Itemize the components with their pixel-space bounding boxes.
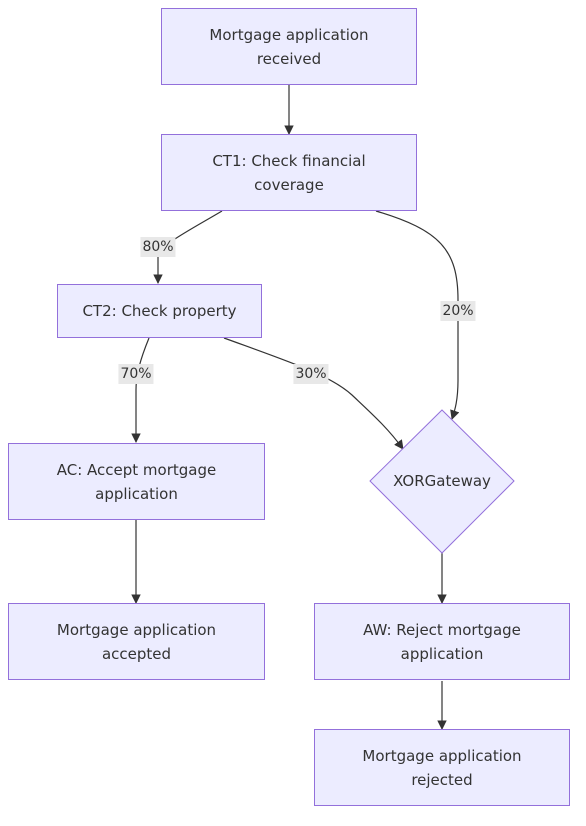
node-ct1: CT1: Check financial coverage <box>161 134 417 211</box>
gateway-label: XORGateway <box>393 472 491 490</box>
node-ac: AC: Accept mortgage application <box>8 443 265 520</box>
node-rejected: Mortgage application rejected <box>314 729 570 806</box>
node-aw: AW: Reject mortgage application <box>314 603 570 680</box>
edge-ct1-gateway <box>375 210 460 420</box>
node-start: Mortgage application received <box>161 8 417 85</box>
node-accepted: Mortgage application accepted <box>8 603 265 680</box>
node-ct2-label: CT2: Check property <box>82 302 237 320</box>
node-ct2: CT2: Check property <box>57 284 262 338</box>
edge-label-ct2-ac: 70% <box>118 364 154 384</box>
edge-label-ct2-gateway: 30% <box>293 364 329 384</box>
node-accepted-label: Mortgage application accepted <box>56 620 217 663</box>
edge-label-ct1-ct2: 80% <box>140 237 176 257</box>
node-ct1-label: CT1: Check financial coverage <box>212 151 366 194</box>
gateway-diamond <box>369 409 515 554</box>
edge-label-ct1-gateway: 20% <box>440 301 476 321</box>
node-ac-label: AC: Accept mortgage application <box>56 460 217 503</box>
edge-ct2-gateway <box>223 337 404 450</box>
node-aw-label: AW: Reject mortgage application <box>363 620 521 663</box>
node-start-label: Mortgage application received <box>209 25 369 68</box>
node-rejected-label: Mortgage application rejected <box>362 746 522 789</box>
edge-ct2-ac <box>131 337 150 443</box>
